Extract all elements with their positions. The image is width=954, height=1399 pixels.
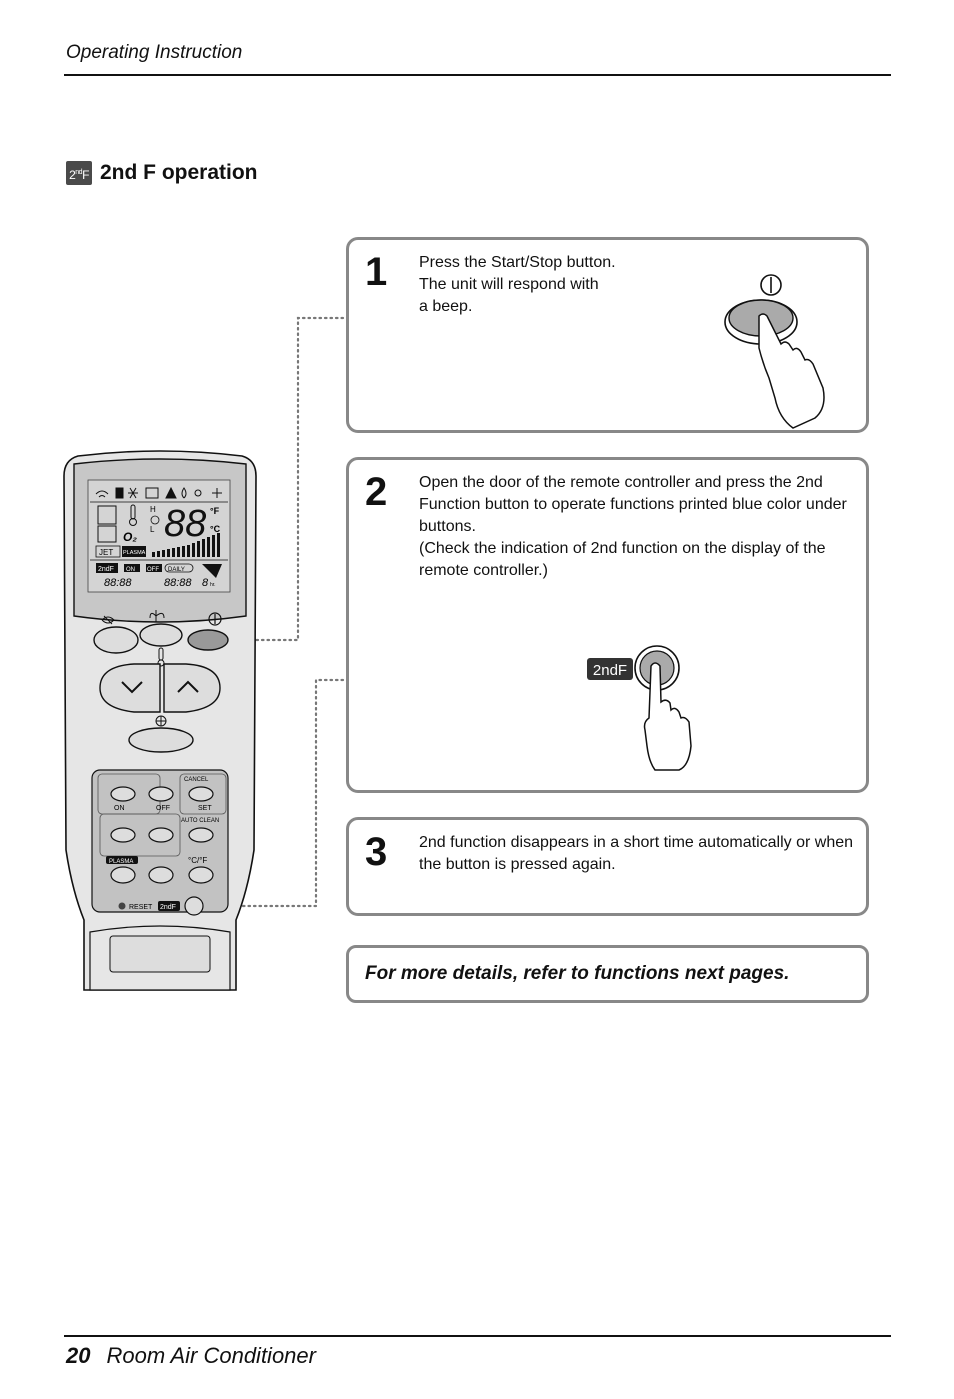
step-line: Press the Start/Stop button. [419,254,616,271]
step-text: Press the Start/Stop button. The unit wi… [419,252,616,318]
second-f-button[interactable] [184,896,204,916]
fan-icon [155,715,167,727]
lcd-time-2: 88:88 [164,577,192,589]
step-text: Open the door of the remote controller a… [419,472,847,582]
section-heading: 2ndF 2nd F operation [66,158,258,188]
pointing-hand-icon [643,662,692,771]
jet-mode-button[interactable] [139,623,183,647]
lcd-second-f: 2ndF [98,566,114,573]
sleep-button[interactable] [110,827,136,843]
lcd-jet: JET [99,548,113,557]
second-f-icon: 2ndF [66,161,92,185]
chevron-up-icon [177,680,199,693]
second-f-label: 2ndF [593,662,627,679]
step-line: buttons. [419,518,476,535]
step-1-box: 1 Press the Start/Stop button. The unit … [346,237,869,433]
more-details-text: For more details, refer to functions nex… [365,963,790,984]
step-number: 1 [365,250,388,294]
second-f-illustration: 2ndF [587,645,692,771]
lcd-plasma: PLASMA [123,550,146,556]
footer-rule [64,1335,891,1337]
svg-text:8: 8 [202,577,209,589]
mode-button[interactable] [110,786,136,802]
timer-button[interactable] [148,827,174,843]
header-rule [64,74,891,76]
lcd-o2: O₂ [123,530,137,544]
plasma-button[interactable] [110,866,136,884]
temperature-icon [129,504,137,526]
step-text: 2nd function disappears in a short time … [419,832,853,876]
power-icon [208,612,222,626]
cf-label: °C/°F [188,856,207,865]
fan-speed-button[interactable] [128,727,194,753]
cancel-label: CANCEL [184,777,209,783]
step-2-box: 2 Open the door of the remote controller… [346,457,869,793]
temp-up-button[interactable] [163,663,221,713]
cf-toggle-button[interactable] [188,866,214,884]
step-line: The unit will respond with [419,276,599,293]
step-line: the button is pressed again. [419,856,616,873]
reset-label: RESET [129,904,153,911]
lcd-daily: DAILY [168,567,185,573]
pointing-hand-icon [758,313,825,429]
lcd-digits: 88 [164,503,206,545]
lcd-mode-icons [95,486,222,499]
plasma-label: PLASMA [109,859,133,865]
reset-button[interactable] [118,902,126,910]
step-number: 3 [365,830,388,874]
swing-icon [101,615,115,625]
fan-icon [149,610,165,622]
lcd-unit-c: °C [210,524,221,534]
second-f-remote-label: 2ndF [160,904,176,911]
more-details-box: For more details, refer to functions nex… [346,945,869,1003]
auto-clean-label: AUTO CLEAN [181,818,219,824]
cancel-button[interactable] [188,786,214,802]
favorite-button[interactable] [148,786,174,802]
lcd-unit-f: °F [210,506,220,516]
set-label: SET [198,805,212,812]
lcd-off: OFF [147,567,159,573]
page-number: 20 [66,1343,91,1368]
power-icon [760,274,782,296]
auto-clean-button[interactable] [188,827,214,843]
section-title: 2nd F operation [100,161,258,184]
step-line: a beep. [419,298,473,315]
start-stop-illustration [724,274,825,429]
step-line: remote controller.) [419,562,548,579]
connector-lines [208,316,345,908]
second-f-label-icon [587,658,633,680]
step-line: 2nd function disappears in a short time … [419,834,854,851]
step-line: (Check the indication of 2nd function on… [419,540,826,557]
child-lock-button[interactable] [148,866,174,884]
step-line: Function button to operate functions pri… [419,496,847,513]
lcd-h-label: H [150,505,156,514]
step-line: Open the door of the remote controller a… [419,474,823,491]
remote-controller: H L 88 °F °C O₂ JET PLASMA 2ndF ON OFF D… [63,450,257,991]
lcd-hr: hr. [210,582,216,588]
chevron-down-icon [121,681,143,694]
step-number: 2 [365,470,388,514]
footer-title: Room Air Conditioner [106,1343,316,1368]
footer: 20 Room Air Conditioner [66,1343,316,1369]
off-timer-label: OFF [156,805,170,812]
on-timer-label: ON [114,805,125,812]
lcd-on: ON [126,567,135,573]
lcd-time-1: 88:88 [104,577,132,589]
swing-button[interactable] [93,626,139,654]
lcd-fan-bars [152,533,220,557]
header-title: Operating Instruction [66,42,243,63]
step-3-box: 3 2nd function disappears in a short tim… [346,817,869,916]
start-stop-button[interactable] [187,629,229,651]
temp-down-button[interactable] [99,663,161,713]
lcd-l-label: L [150,525,155,534]
